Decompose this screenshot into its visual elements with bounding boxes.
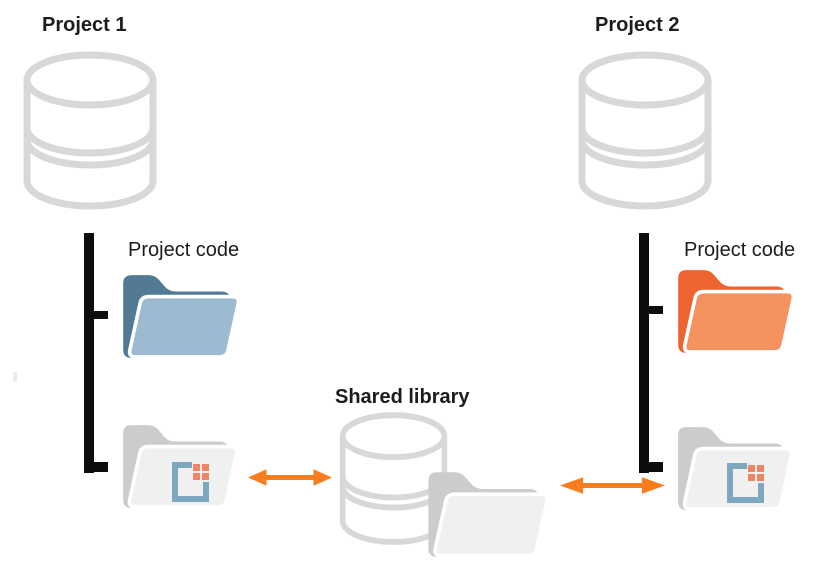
- project1-bracket-tick: [94, 311, 108, 319]
- project2-code-label: Project code: [684, 239, 796, 261]
- project2-bracket-tick: [649, 306, 663, 314]
- project2-bracket-foot: [649, 462, 663, 472]
- stray-mark: [13, 372, 17, 382]
- shared-library-title: Shared library: [335, 386, 470, 408]
- project1-database-icon: [20, 50, 160, 212]
- project2-library-folder: [672, 422, 800, 512]
- project2-title: Project 2: [595, 14, 680, 36]
- project2-database-icon: [575, 50, 715, 212]
- project1-title: Project 1: [42, 14, 127, 36]
- project2-code-folder-icon: [676, 268, 796, 355]
- package-icon: [727, 463, 764, 503]
- project1-code-folder-icon: [121, 273, 241, 360]
- project1-bracket-line: [84, 233, 94, 473]
- project1-bracket-foot: [94, 462, 108, 472]
- project1-library-folder: [117, 420, 245, 510]
- double-arrow-icon-left: [248, 469, 332, 486]
- package-icon: [172, 462, 209, 502]
- shared-library-folder-icon: [426, 470, 550, 559]
- project2-bracket-line: [639, 233, 649, 473]
- double-arrow-icon-right: [560, 477, 665, 494]
- project1-code-label: Project code: [128, 239, 240, 261]
